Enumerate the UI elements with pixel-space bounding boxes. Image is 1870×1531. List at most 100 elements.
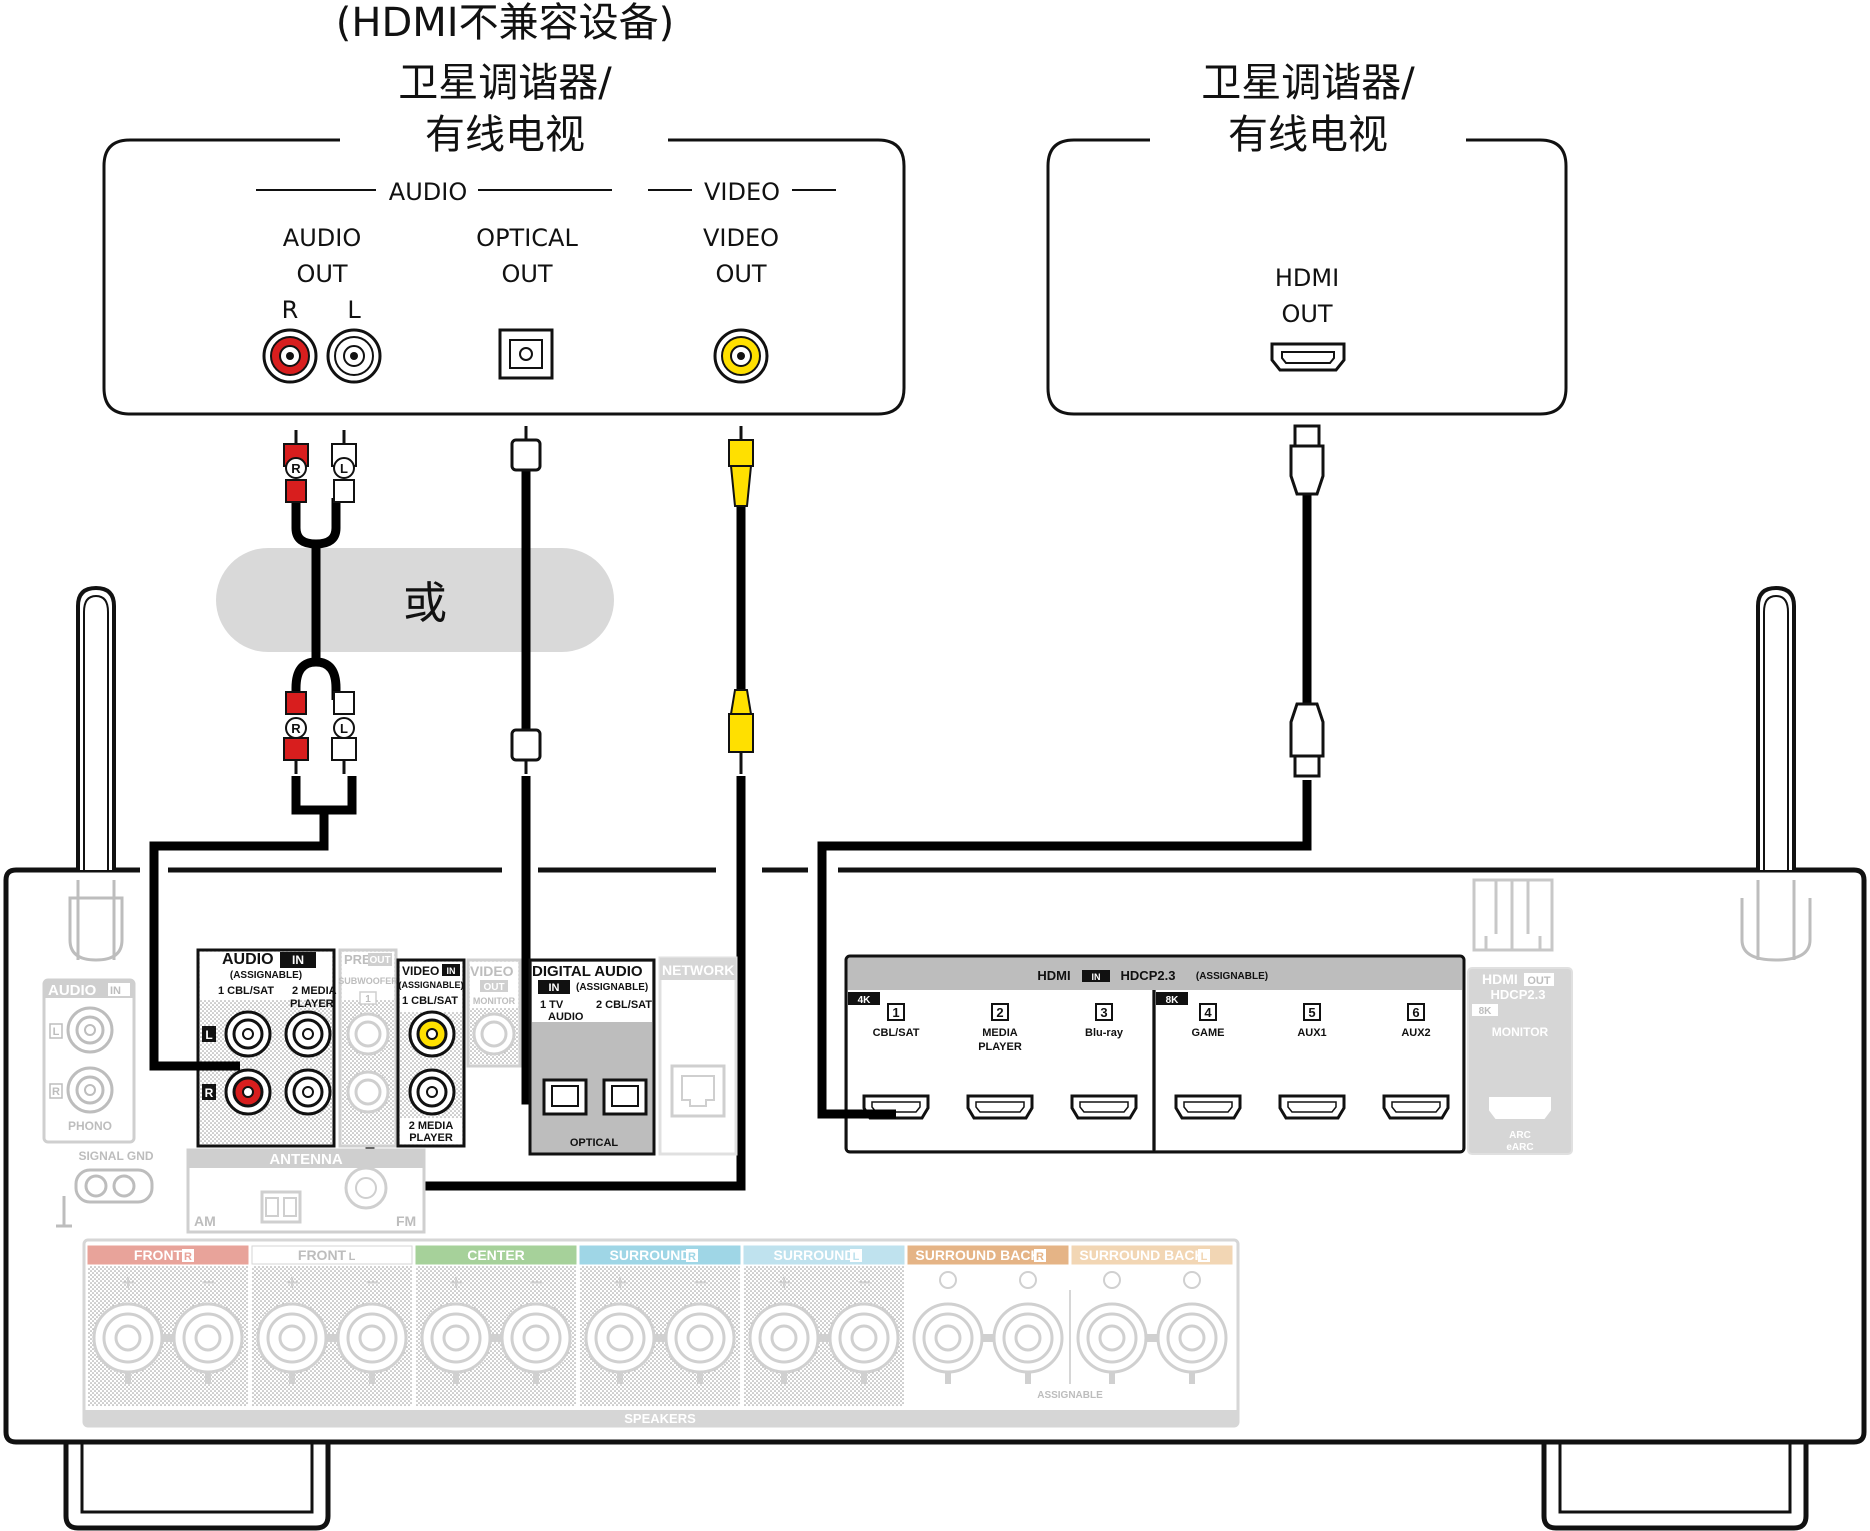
speaker-terminal[interactable] <box>172 1302 244 1384</box>
hdmi-in-panel: HDMI IN HDCP2.3 (ASSIGNABLE) 4K 8K 1CBL/… <box>822 954 1466 1154</box>
svg-text:(ASSIGNABLE): (ASSIGNABLE) <box>230 970 302 981</box>
speaker-channel-tag: R <box>688 1251 696 1263</box>
speaker-channel-tag: L <box>853 1251 860 1263</box>
svg-text:IN: IN <box>549 982 560 994</box>
speaker-group-label: SURROUND BACK <box>1079 1247 1204 1263</box>
svg-text:HDCP2.3: HDCP2.3 <box>1121 968 1176 983</box>
svg-text:2 MEDIA: 2 MEDIA <box>292 985 337 997</box>
speaker-terminal[interactable] <box>500 1302 572 1384</box>
hdmi-socket <box>966 1094 1034 1120</box>
hdmi-port-name: MEDIA <box>982 1027 1018 1039</box>
hdmi-port-group: 1CBL/SAT2MEDIAPLAYER3Blu-ray4GAME5AUX16A… <box>822 1003 1450 1120</box>
svg-text:MONITOR: MONITOR <box>1492 1025 1549 1039</box>
pre-out-panel: PRE OUT SUBWOOFER 1 <box>338 948 398 1148</box>
audio-out-label-2: OUT <box>296 260 347 288</box>
svg-text:OUT: OUT <box>369 955 390 966</box>
svg-text:8K: 8K <box>1166 995 1180 1006</box>
hdmi-plug-lower <box>1289 702 1325 778</box>
svg-text:VIDEO: VIDEO <box>402 964 439 978</box>
video-out-panel: VIDEO OUT MONITOR <box>466 958 522 1068</box>
svg-text:ARC: ARC <box>1509 1130 1531 1141</box>
svg-text:ASSIGNABLE: ASSIGNABLE <box>1037 1390 1103 1401</box>
video-plug-lower <box>728 689 754 774</box>
speaker-channel-tag: R <box>1036 1251 1044 1263</box>
antenna-right <box>1740 585 1812 962</box>
svg-text:MONITOR: MONITOR <box>473 996 516 1006</box>
svg-text:L: L <box>340 721 348 736</box>
digital-audio-panel: DIGITAL AUDIO IN (ASSIGNABLE) 1 TV AUDIO… <box>528 958 656 1156</box>
speaker-channel-tag: L <box>1201 1251 1208 1263</box>
svg-text:AUDIO: AUDIO <box>222 951 274 968</box>
svg-text:PLAYER: PLAYER <box>290 998 334 1010</box>
svg-text:L: L <box>205 1028 212 1042</box>
rca-plug-red-upper: R <box>283 430 309 503</box>
minus-sign: − <box>528 1272 543 1293</box>
speaker-terminal[interactable] <box>92 1302 164 1384</box>
svg-text:OPTICAL: OPTICAL <box>570 1137 619 1149</box>
plus-sign: + <box>284 1272 299 1293</box>
receiver: AUDIO IN L R PHONO SIGNAL GND <box>3 585 1867 1531</box>
hdmi-plug-upper <box>1289 424 1325 496</box>
svg-text:R: R <box>205 1086 214 1100</box>
speaker-group-label: SURROUND <box>610 1247 691 1263</box>
hdmi-out-label-2: OUT <box>1281 300 1332 328</box>
video-out-label-2: OUT <box>715 260 766 288</box>
or-bubble: 或 <box>216 548 614 652</box>
r-label: R <box>282 296 299 324</box>
speaker-terminal[interactable] <box>664 1302 736 1384</box>
speaker-terminal[interactable] <box>420 1302 492 1384</box>
rca-plug-red-lower: R <box>283 691 309 774</box>
hdmi-port-name: CBL/SAT <box>873 1027 920 1039</box>
plus-sign: + <box>120 1272 135 1293</box>
speaker-terminal[interactable] <box>912 1302 984 1384</box>
brand-logo <box>1472 878 1554 952</box>
svg-text:R: R <box>291 721 301 736</box>
svg-text:(ASSIGNABLE): (ASSIGNABLE) <box>1196 971 1268 982</box>
speaker-terminal[interactable] <box>1076 1302 1148 1384</box>
speaker-terminal[interactable] <box>1156 1302 1228 1384</box>
network-panel: NETWORK <box>658 956 738 1156</box>
speaker-terminal[interactable] <box>584 1302 656 1384</box>
speaker-terminal[interactable] <box>828 1302 900 1384</box>
svg-text:OUT: OUT <box>483 982 504 993</box>
svg-text:AUDIO: AUDIO <box>548 1011 584 1023</box>
hdmi-out-label-1: HDMI <box>1275 264 1339 292</box>
optical-out-label-1: OPTICAL <box>476 224 578 252</box>
or-label: 或 <box>403 578 447 629</box>
hdmi-port-name: GAME <box>1192 1027 1225 1039</box>
hdmi-socket <box>1382 1094 1450 1120</box>
speaker-group-2: CENTER+− <box>415 1245 577 1406</box>
source-device-non-hdmi: (HDMI不兼容设备) 卫星调谐器/ 有线电视 AUDIO VIDEO AUDI… <box>102 0 906 416</box>
plus-sign: + <box>776 1272 791 1293</box>
hdmi-port-number: 4 <box>1204 1005 1212 1020</box>
rca-jack-white <box>326 328 382 384</box>
svg-text:R: R <box>52 1086 60 1098</box>
svg-text:AUDIO: AUDIO <box>48 982 97 999</box>
optical-plug-lower <box>510 728 542 774</box>
source-device-hdmi: 卫星调谐器/ 有线电视 HDMI OUT <box>1046 60 1568 416</box>
speaker-group-label: FRONT <box>134 1247 183 1263</box>
speaker-terminal[interactable] <box>336 1302 408 1384</box>
speaker-terminal[interactable] <box>992 1302 1064 1384</box>
svg-text:AM: AM <box>194 1213 216 1229</box>
svg-text:IN: IN <box>447 966 456 976</box>
video-in-panel: VIDEO IN (ASSIGNABLE) 1 CBL/SAT 2 MEDIA … <box>396 958 466 1148</box>
svg-text:SUBWOOFER: SUBWOOFER <box>338 976 398 986</box>
speaker-channel-tag: L <box>349 1251 356 1263</box>
speaker-terminal[interactable] <box>748 1302 820 1384</box>
hdmi-port-number: 6 <box>1412 1005 1419 1020</box>
svg-text:L: L <box>53 1026 60 1038</box>
plus-sign: + <box>448 1272 463 1293</box>
speaker-terminal[interactable] <box>256 1302 328 1384</box>
rca-plug-white-upper: L <box>331 430 357 503</box>
rca-jack-red <box>262 328 318 384</box>
